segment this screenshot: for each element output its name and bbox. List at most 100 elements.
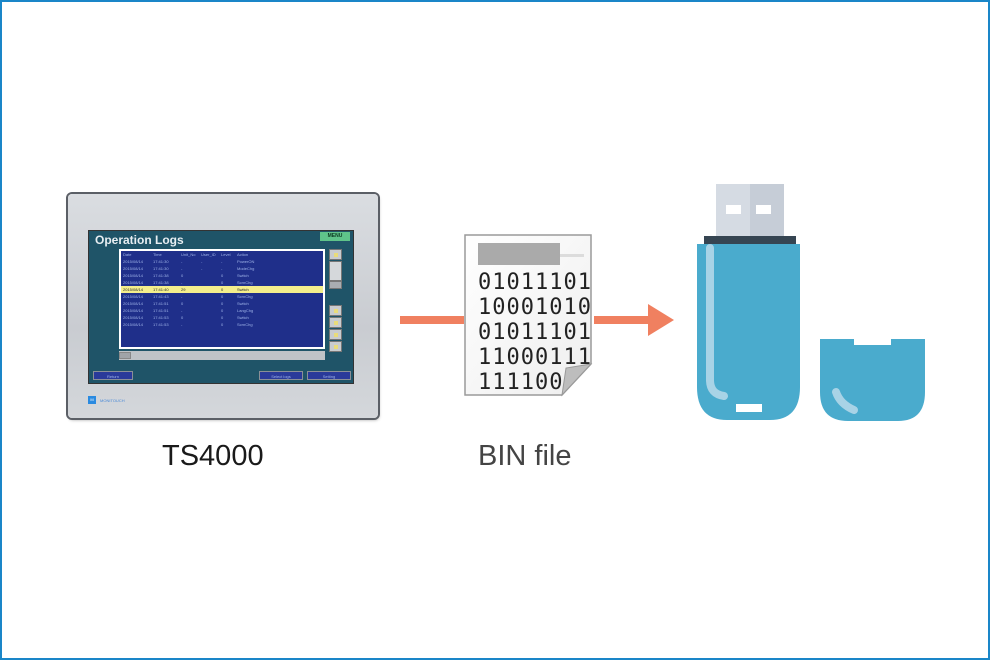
table-cell: 29	[181, 287, 186, 292]
table-cell: ModeChg	[237, 266, 255, 271]
table-cell: 2015/08/14	[123, 259, 144, 264]
table-cell: 17:41:30	[153, 266, 169, 271]
setting-softkey[interactable]: Setting	[307, 371, 351, 380]
vertical-scrollbar[interactable]	[329, 249, 343, 359]
binary-line: 01011101	[478, 320, 592, 345]
table-cell: 0	[221, 273, 224, 278]
bin-file-label: BIN file	[478, 440, 572, 472]
table-cell: 17:41:38	[153, 280, 169, 285]
col-header: Date	[123, 252, 132, 257]
usb-body	[697, 244, 800, 420]
arrow-file-to-usb	[594, 316, 650, 324]
binary-line: 01011101	[478, 270, 592, 295]
scroll-up-button[interactable]	[329, 249, 342, 260]
table-cell: 17:41:38	[153, 273, 169, 278]
line-up-button[interactable]	[329, 317, 342, 328]
table-cell: 0	[221, 301, 224, 306]
table-cell: 2015/08/14	[123, 315, 144, 320]
table-cell: 17:41:53	[153, 322, 169, 327]
table-cell: 2015/08/14	[123, 294, 144, 299]
binary-line: 11000111	[478, 345, 592, 370]
col-header: Time	[153, 252, 162, 257]
table-cell: PowerON	[237, 259, 255, 264]
log-table-body: Date Time Unit_No User_ID Level Action 2…	[121, 251, 323, 347]
table-cell: -	[181, 322, 183, 327]
usb-cap	[820, 339, 925, 421]
page-down-button[interactable]	[329, 341, 342, 352]
usb-flash-drive-icon	[697, 184, 925, 421]
table-cell: -	[221, 266, 223, 271]
table-cell: 0	[221, 308, 224, 313]
horizontal-scrollbar[interactable]	[119, 351, 325, 360]
file-page-shape	[464, 234, 593, 397]
table-cell: -	[221, 259, 223, 264]
table-cell: 0	[221, 294, 224, 299]
usb-collar	[704, 236, 796, 244]
table-cell: 2015/08/14	[123, 308, 144, 313]
scroll-thumb[interactable]	[329, 281, 342, 289]
hscroll-thumb[interactable]	[119, 352, 131, 359]
table-cell: 0	[221, 287, 224, 292]
table-row[interactable]: 2015/08/14 17:41:51 0 0 Switch	[121, 300, 323, 307]
table-cell: 2015/08/14	[123, 301, 144, 306]
table-cell	[201, 279, 221, 286]
table-cell: -	[181, 308, 183, 313]
scroll-track[interactable]	[329, 261, 342, 281]
table-cell: 0	[221, 315, 224, 320]
table-cell: -	[181, 259, 183, 264]
table-cell: ScrnChg	[237, 280, 253, 285]
table-row[interactable]: 2015/08/14 17:41:51 - 0 LangChg	[121, 307, 323, 314]
table-cell: 0	[181, 273, 184, 278]
table-cell: -	[181, 280, 183, 285]
table-cell: 2015/08/14	[123, 322, 144, 327]
usb-highlight	[706, 244, 728, 400]
page-up-button[interactable]	[329, 305, 342, 316]
select-logs-softkey[interactable]: Select logs	[259, 371, 303, 380]
table-cell	[201, 307, 221, 314]
table-row[interactable]: 2015/08/14 17:41:38 - 0 ScrnChg	[121, 279, 323, 286]
table-cell	[201, 300, 221, 307]
ts4000-label: TS4000	[162, 440, 264, 472]
arrow-device-to-file	[400, 316, 464, 324]
table-cell: LangChg	[237, 308, 254, 313]
table-header-row: Date Time Unit_No User_ID Level Action	[121, 251, 323, 258]
table-cell	[201, 321, 221, 328]
table-cell: 17:41:53	[153, 315, 169, 320]
table-cell: 17:41:40	[153, 287, 169, 292]
table-cell: 2015/08/14	[123, 273, 144, 278]
table-cell: -	[201, 266, 203, 271]
binary-line: 10001010	[478, 295, 592, 320]
table-cell: -	[201, 259, 203, 264]
bin-file-icon: 01011101 10001010 01011101 11000111 1111…	[462, 232, 594, 397]
device-screen: Operation Logs MENU Date Time Unit_No Us…	[88, 230, 354, 384]
col-header: Unit_No	[181, 252, 196, 257]
table-cell: 0	[221, 280, 224, 285]
table-cell: 17:41:51	[153, 301, 169, 306]
table-cell: 2015/08/14	[123, 266, 144, 271]
screen-title: Operation Logs	[95, 233, 184, 247]
col-header: User_ID	[201, 252, 216, 257]
table-cell: -	[181, 294, 183, 299]
table-cell: 0	[181, 301, 184, 306]
menu-button[interactable]: MENU	[320, 232, 350, 241]
table-cell	[201, 286, 221, 293]
return-softkey[interactable]: Return	[93, 371, 133, 380]
table-cell: 17:41:51	[153, 308, 169, 313]
log-table: Date Time Unit_No User_ID Level Action 2…	[119, 249, 325, 349]
ts4000-device: Operation Logs MENU Date Time Unit_No Us…	[68, 194, 378, 418]
table-cell: 17:41:43	[153, 294, 169, 299]
table-cell: 2015/08/14	[123, 280, 144, 285]
usb-cap-highlight	[832, 388, 858, 414]
table-cell: Switch	[237, 287, 249, 292]
line-down-button[interactable]	[329, 329, 342, 340]
table-cell: Switch	[237, 301, 249, 306]
table-cell	[201, 293, 221, 300]
table-cell: 0	[181, 315, 184, 320]
